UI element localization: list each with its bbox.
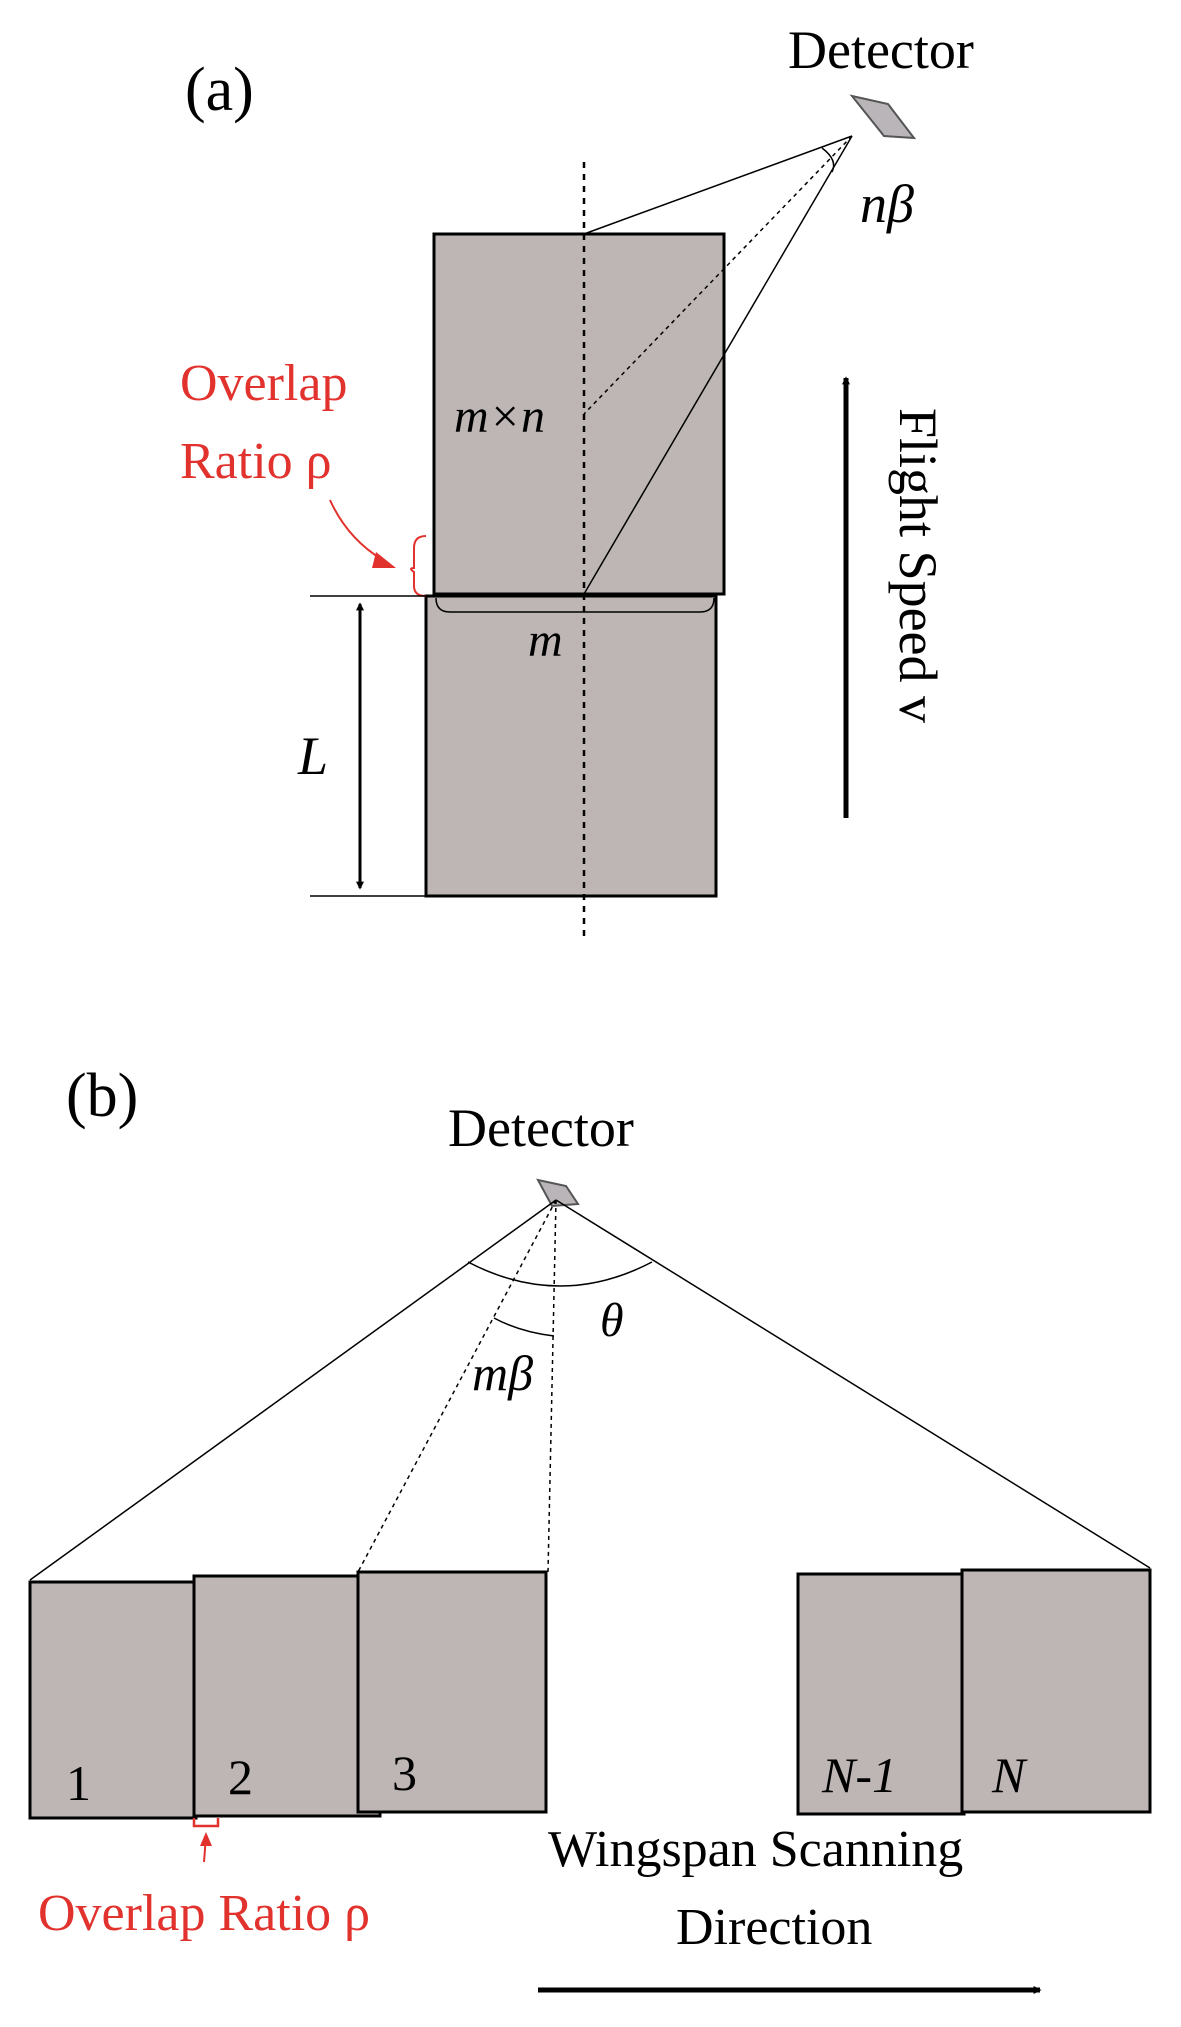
panel-b-fov-line-left <box>29 1199 557 1581</box>
panel-b-angle-label: mβ <box>472 1345 533 1401</box>
panel-b-ifov-arc <box>493 1317 555 1337</box>
panel-a-overlap-brace <box>410 535 427 597</box>
panel-b-frame-number: N <box>991 1747 1028 1803</box>
panel-a-fov-line-top <box>583 135 853 235</box>
panel-a-label: (a) <box>185 56 254 124</box>
panel-b-frame-number: 3 <box>392 1745 417 1801</box>
panel-b-scan-label-line2: Direction <box>676 1899 872 1956</box>
panel-b-frame-number: 1 <box>66 1755 91 1811</box>
panel-a-detector-icon <box>849 94 917 140</box>
panel-a-width-brace <box>435 597 715 613</box>
panel-b-fov-line-right <box>555 1199 1151 1569</box>
panel-b-overlap-pointer-head <box>200 1832 212 1846</box>
panel-a-width-label: m <box>528 614 563 667</box>
panel-a-overlap-pointer <box>329 499 387 563</box>
panel-b-scan-label-line1: Wingspan Scanning <box>548 1821 963 1878</box>
panel-b-detector-label: Detector <box>448 1098 634 1158</box>
panel-b-frame-number: 2 <box>228 1749 253 1805</box>
panel-a-frame-label: m×n <box>454 390 545 443</box>
panel-a-overlap-pointer-head <box>372 552 396 568</box>
panel-b-fov-label: θ <box>600 1294 624 1347</box>
panel-a-angle-label: nβ <box>860 174 914 234</box>
panel-b-frame-n-1 <box>796 1572 966 1816</box>
panel-a-angle-arc <box>821 147 835 173</box>
panel-b-frame-n <box>960 1568 1152 1814</box>
panel-a-upper-frame <box>432 232 726 596</box>
panel-b-frame-1 <box>28 1580 198 1820</box>
panel-a: (a) Detector nβ m×n m Overlap Ratio ρ L <box>180 20 974 936</box>
panel-b-frame-3 <box>356 1570 548 1814</box>
panel-a-overlap-label-line2: Ratio ρ <box>180 433 332 490</box>
panel-b-frame-number: N-1 <box>821 1747 897 1803</box>
panel-a-overlap-label-line1: Overlap <box>180 355 347 412</box>
panel-b-overlap-brace <box>192 1818 220 1828</box>
panel-a-length-label: L <box>297 726 328 786</box>
panel-b-frame-2 <box>192 1574 382 1818</box>
panel-b-fov-arc <box>467 1261 653 1287</box>
panel-a-detector-label: Detector <box>788 20 974 80</box>
panel-b-overlap-label: Overlap Ratio ρ <box>38 1885 370 1942</box>
panel-b-ifov-line-right <box>547 1199 557 1573</box>
panel-b-detector-icon <box>536 1178 580 1208</box>
panel-b: (b) Detector θ mβ 1 2 3 N-1 N Overlap Ra… <box>28 1062 1152 1994</box>
panel-a-speed-label: Flight Speed v <box>888 408 948 723</box>
panel-b-label: (b) <box>66 1062 138 1130</box>
panel-b-ifov-line-left <box>357 1199 557 1573</box>
panel-a-fov-line-bottom <box>583 135 853 595</box>
panel-a-fov-line-center <box>583 135 853 415</box>
panel-a-lower-frame <box>424 594 718 898</box>
